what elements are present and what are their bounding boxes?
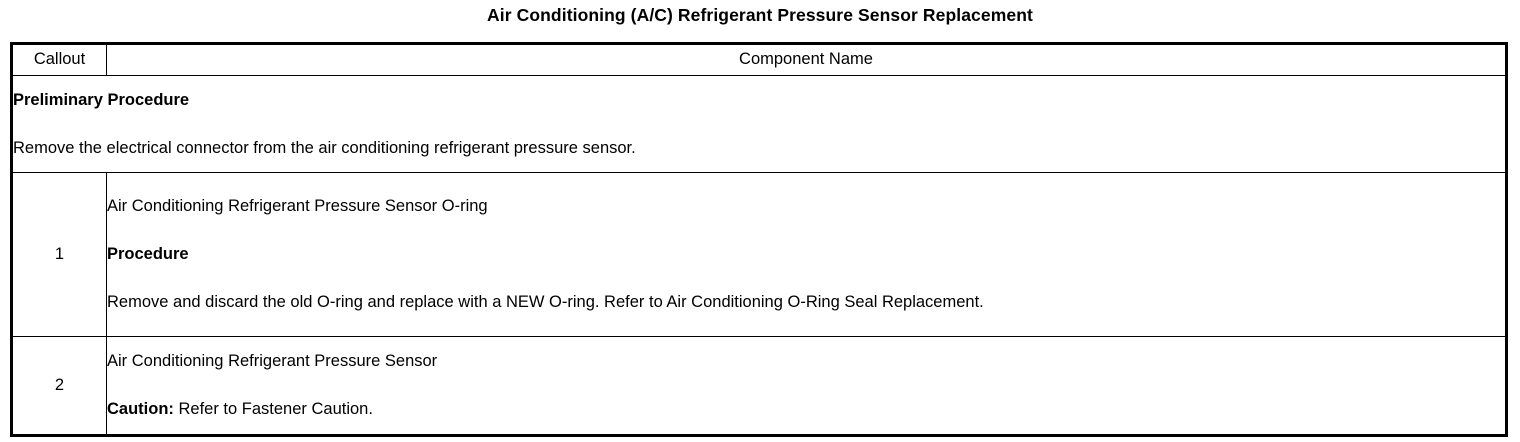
component-name-2: Air Conditioning Refrigerant Pressure Se… bbox=[107, 352, 438, 371]
caution-line-2: Caution: Refer to Fastener Caution. bbox=[107, 399, 1505, 420]
component-cell-2: Air Conditioning Refrigerant Pressure Se… bbox=[106, 336, 1507, 436]
component-cell-1: Air Conditioning Refrigerant Pressure Se… bbox=[106, 172, 1507, 338]
caution-message-2: Refer to Fastener Caution. bbox=[178, 400, 373, 419]
procedure-heading-1: Procedure bbox=[107, 245, 189, 264]
preliminary-procedure-heading: Preliminary Procedure bbox=[13, 90, 190, 109]
procedure-text-1: Remove and discard the old O-ring and re… bbox=[107, 293, 984, 312]
column-header-component-name: Component Name bbox=[106, 43, 1507, 76]
preliminary-procedure-cell: Preliminary Procedure Remove the electri… bbox=[11, 74, 1507, 174]
preliminary-procedure-text: Remove the electrical connector from the… bbox=[13, 138, 636, 157]
procedure-table: Callout Component Name Preliminary Proce… bbox=[10, 42, 1508, 437]
table-row: 2 Air Conditioning Refrigerant Pressure … bbox=[11, 336, 1507, 436]
table-row: 1 Air Conditioning Refrigerant Pressure … bbox=[11, 172, 1507, 338]
callout-number-2: 2 bbox=[11, 336, 107, 436]
caution-label-2: Caution: bbox=[107, 400, 174, 419]
column-header-callout: Callout bbox=[11, 43, 107, 76]
component-name-1: Air Conditioning Refrigerant Pressure Se… bbox=[107, 197, 488, 216]
preliminary-procedure-row: Preliminary Procedure Remove the electri… bbox=[11, 74, 1507, 174]
page-title: Air Conditioning (A/C) Refrigerant Press… bbox=[487, 5, 1033, 25]
table-header-row: Callout Component Name bbox=[11, 43, 1507, 76]
callout-number-1: 1 bbox=[11, 172, 107, 338]
